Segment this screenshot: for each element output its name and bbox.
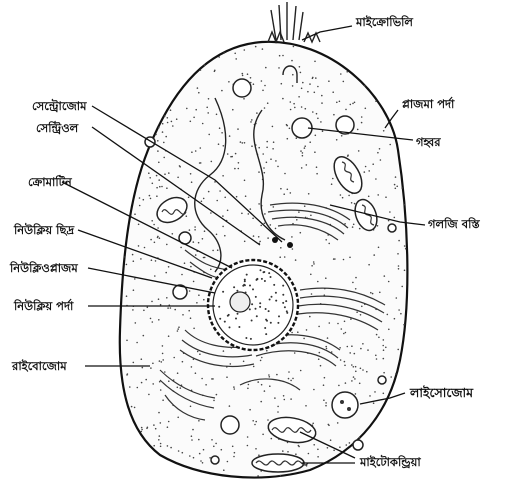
cell: [120, 2, 408, 477]
lysosome: [332, 392, 358, 418]
label-golgi-body: গলজি বস্তি: [428, 216, 481, 231]
label-mitochondria: মাইটোকন্ড্রিয়া: [359, 454, 421, 469]
label-nucleoplasm: নিউক্লিওপ্লাজম: [9, 260, 79, 275]
label-plasma-membrane: প্লাজমা পর্দা: [402, 96, 455, 111]
label-chromatin: ক্রোমাটিন: [28, 174, 73, 189]
label-nuclear-pore: নিউক্লিয় ছিদ্র: [13, 222, 75, 237]
label-vacuole: গহ্বর: [416, 135, 441, 149]
nucleolus: [230, 292, 250, 312]
label-centrosome: সেন্ট্রোজোম: [32, 98, 88, 113]
label-centriole: সেন্ট্রিওল: [36, 120, 80, 135]
label-nuclear-membrane: নিউক্লিয় পর্দা: [13, 298, 74, 313]
cell-membrane: [120, 42, 408, 478]
nucleus: [208, 260, 298, 350]
label-ribosome: রাইবোজোম: [11, 358, 68, 373]
label-microvilli: মাইক্রোভিলি: [355, 14, 414, 29]
label-lysosome: লাইসোজোম: [409, 384, 474, 400]
